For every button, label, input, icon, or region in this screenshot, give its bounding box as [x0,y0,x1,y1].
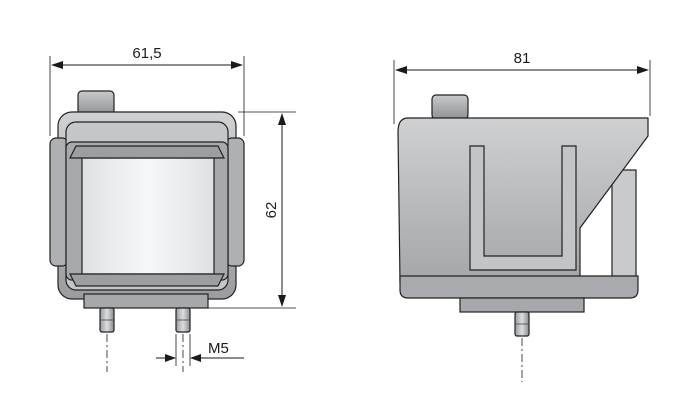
front-height-arrow-top [278,113,286,125]
thread-arrow-left [165,354,176,362]
front-left-flange [49,137,69,267]
front-width-arrow-right [231,61,243,69]
front-width-dimension: 61,5 [49,45,245,136]
thread-dimension: M5 [156,334,244,366]
front-view [49,90,245,372]
front-right-flange [225,137,245,267]
front-label-bottom-rail [69,273,225,287]
side-width-arrow-right [637,66,649,74]
side-main-body [397,117,649,283]
side-top-cap [431,94,469,120]
front-height-dimension: 62 [208,111,296,309]
side-view [397,94,649,382]
front-width-arrow-left [51,61,63,69]
front-width-label: 61,5 [132,45,161,62]
side-base-plate [459,297,585,313]
side-width-dimension: 81 [393,50,651,124]
side-width-label: 81 [514,50,531,67]
thread-label: M5 [208,340,229,357]
side-lower-band [399,275,639,299]
side-u-bracket [469,145,577,271]
thread-arrow-right [190,354,201,362]
side-rear-body [611,169,637,283]
front-label [81,157,215,275]
front-label-top-rail [69,145,225,159]
side-width-arrow-left [395,66,407,74]
front-base-plate [83,293,209,309]
front-height-arrow-bottom [278,295,286,307]
front-height-label: 62 [263,202,280,219]
